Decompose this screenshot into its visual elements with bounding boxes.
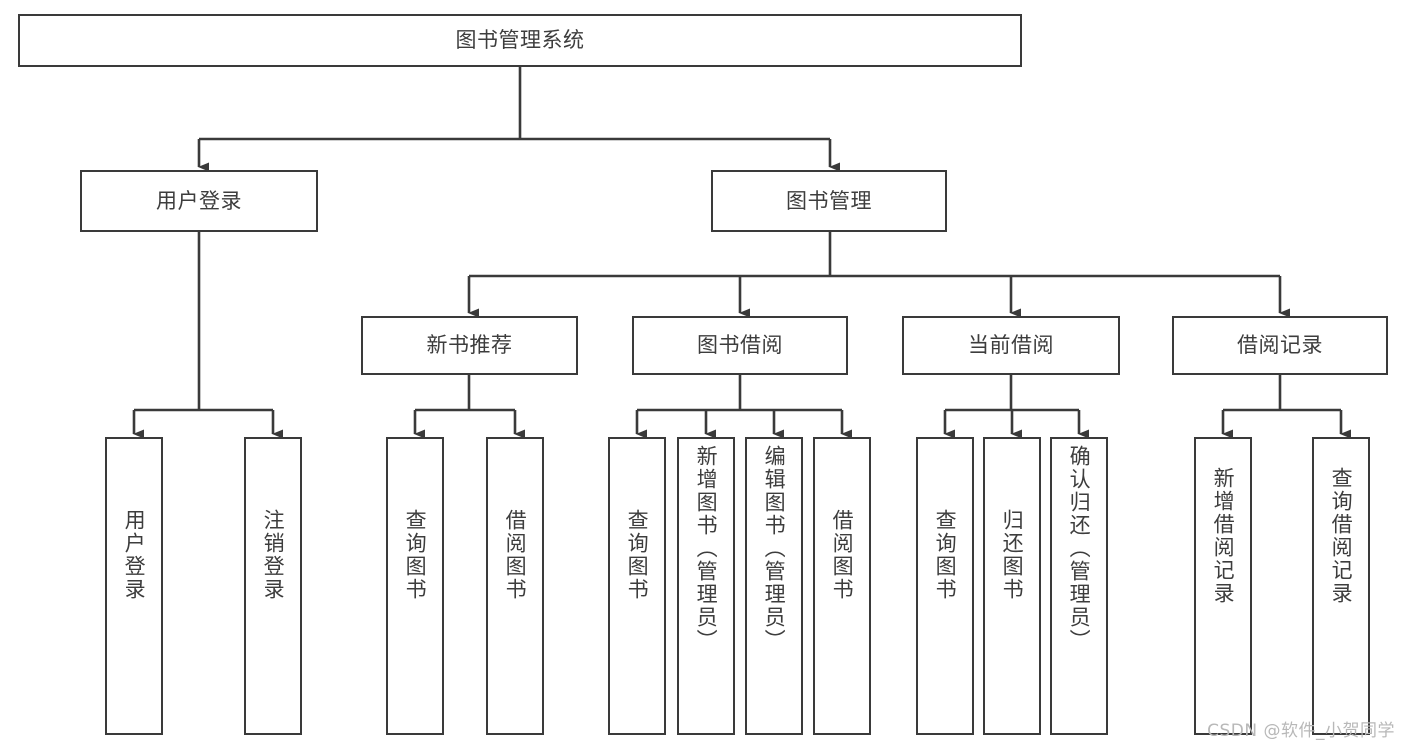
node-book-borrow[interactable]: 图书借阅 — [632, 316, 848, 375]
node-book-borrow-label: 图书借阅 — [697, 333, 783, 358]
node-leaf-current-confirm-return-label: 确认归还（管理员） — [1067, 445, 1092, 652]
node-book-manage-label: 图书管理 — [786, 188, 872, 213]
node-current-borrow[interactable]: 当前借阅 — [902, 316, 1120, 375]
node-borrow-record[interactable]: 借阅记录 — [1172, 316, 1388, 375]
node-leaf-user-logout-label: 注销登录 — [261, 509, 286, 601]
node-leaf-borrow-borrow-book[interactable]: 借阅图书 — [813, 437, 871, 735]
node-leaf-current-query-book-label: 查询图书 — [933, 509, 958, 601]
node-leaf-borrow-add-book-label: 新增图书（管理员） — [694, 445, 719, 652]
node-leaf-record-query-label: 查询借阅记录 — [1329, 467, 1354, 605]
node-borrow-record-label: 借阅记录 — [1237, 333, 1323, 358]
node-leaf-current-return-book-label: 归还图书 — [1000, 509, 1025, 601]
node-root-label: 图书管理系统 — [455, 28, 585, 53]
node-leaf-rec-borrow-book-label: 借阅图书 — [503, 509, 528, 601]
node-new-book-recommend-label: 新书推荐 — [426, 333, 513, 358]
node-leaf-rec-query-book-label: 查询图书 — [403, 509, 428, 601]
node-leaf-rec-query-book[interactable]: 查询图书 — [386, 437, 444, 735]
node-leaf-current-confirm-return[interactable]: 确认归还（管理员） — [1050, 437, 1108, 735]
node-leaf-borrow-query-book-label: 查询图书 — [625, 509, 650, 601]
node-leaf-rec-borrow-book[interactable]: 借阅图书 — [486, 437, 544, 735]
node-book-manage[interactable]: 图书管理 — [711, 170, 947, 232]
node-leaf-user-login[interactable]: 用户登录 — [105, 437, 163, 735]
node-current-borrow-label: 当前借阅 — [968, 333, 1054, 358]
node-leaf-user-login-label: 用户登录 — [122, 509, 147, 601]
node-leaf-record-add-label: 新增借阅记录 — [1211, 467, 1236, 605]
node-new-book-recommend[interactable]: 新书推荐 — [361, 316, 578, 375]
node-leaf-current-query-book[interactable]: 查询图书 — [916, 437, 974, 735]
node-leaf-record-query[interactable]: 查询借阅记录 — [1312, 437, 1370, 735]
node-leaf-borrow-add-book[interactable]: 新增图书（管理员） — [677, 437, 735, 735]
node-leaf-borrow-edit-book-label: 编辑图书（管理员） — [762, 445, 787, 652]
node-leaf-current-return-book[interactable]: 归还图书 — [983, 437, 1041, 735]
node-user-login-label: 用户登录 — [156, 188, 242, 213]
watermark-text: CSDN @软件_小贺同学 — [1207, 721, 1395, 741]
node-leaf-borrow-query-book[interactable]: 查询图书 — [608, 437, 666, 735]
node-leaf-borrow-borrow-book-label: 借阅图书 — [830, 509, 855, 601]
node-user-login[interactable]: 用户登录 — [80, 170, 318, 232]
node-leaf-user-logout[interactable]: 注销登录 — [244, 437, 302, 735]
node-leaf-borrow-edit-book[interactable]: 编辑图书（管理员） — [745, 437, 803, 735]
node-leaf-record-add[interactable]: 新增借阅记录 — [1194, 437, 1252, 735]
node-root[interactable]: 图书管理系统 — [18, 14, 1022, 67]
